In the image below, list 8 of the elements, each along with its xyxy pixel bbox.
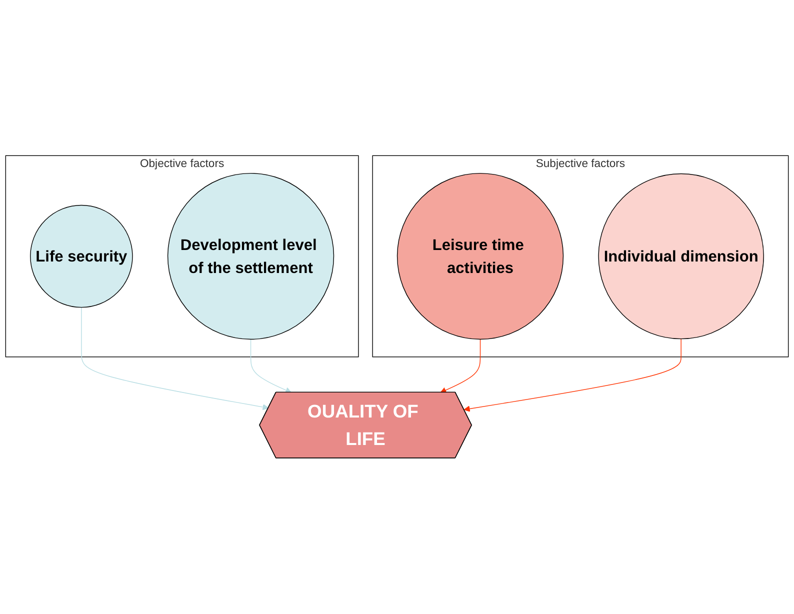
node-circle: Individual dimension — [598, 174, 764, 340]
arrow — [464, 338, 682, 412]
node-circle: Leisure time activities — [396, 173, 564, 340]
arrow — [81, 307, 269, 410]
node-circle: Life security — [30, 205, 133, 308]
arrow — [440, 339, 481, 394]
node-circle: Development level of the settlement — [167, 173, 334, 340]
arrow — [250, 339, 292, 394]
